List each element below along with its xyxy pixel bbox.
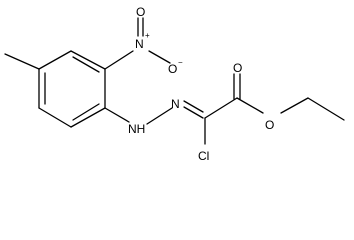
bond-ring-nitro — [104, 50, 134, 70]
bond-carbonyl-o-ester — [236, 97, 264, 114]
atom-label-carbonyl-o: O — [233, 61, 242, 75]
bond-nitro-o-minus — [148, 50, 171, 64]
atom-label-nitro-o-top: O — [136, 5, 145, 19]
bond-n-c-double-b — [183, 106, 204, 119]
bond-ring-nh — [104, 107, 130, 123]
atom-label-cl: Cl — [198, 149, 209, 163]
atom-labels: N + O O − N NH O O Cl — [128, 5, 274, 163]
atom-label-nitro-minus: − — [178, 58, 183, 67]
atom-label-nitro-n: N — [135, 37, 144, 51]
bond-ring-5 — [38, 107, 72, 128]
bond-ring-inner-2 — [72, 103, 100, 121]
bond-ring-4 — [70, 107, 106, 128]
bond-nh-n — [146, 107, 173, 125]
atom-label-nh: NH — [128, 122, 145, 136]
bond-ethyl — [307, 97, 345, 121]
atom-label-imine-n: N — [171, 97, 180, 111]
bond-c-carbonyl — [204, 97, 238, 119]
bond-n-c-double-a — [183, 100, 204, 113]
bond-methyl — [4, 53, 40, 70]
chemical-structure-diagram: N + O O − N NH O O Cl — [4, 5, 345, 163]
bond-o-ethyl — [280, 97, 309, 114]
atom-label-nitro-plus: + — [145, 31, 150, 40]
bond-lines — [4, 17, 345, 145]
bond-ring-1 — [38, 50, 72, 70]
bond-ring-inner-1 — [72, 56, 100, 73]
atom-label-nitro-o-minus: O — [168, 62, 177, 76]
atom-label-ester-o: O — [265, 118, 274, 132]
bond-ring-2 — [70, 50, 106, 70]
